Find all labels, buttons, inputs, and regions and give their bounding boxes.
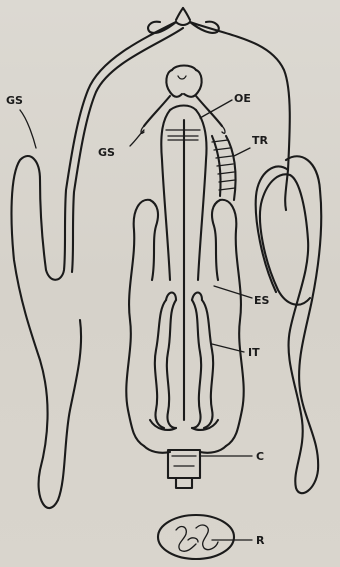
label-tr: TR bbox=[252, 134, 269, 147]
label-r: R bbox=[256, 534, 265, 547]
label-oe: OE bbox=[234, 92, 251, 105]
head bbox=[166, 66, 201, 97]
label-gs-inner: GS bbox=[98, 146, 115, 159]
label-it: IT bbox=[248, 346, 260, 359]
top-appendage bbox=[148, 8, 219, 33]
trachea bbox=[212, 136, 236, 200]
label-es: ES bbox=[254, 294, 270, 307]
cross-section bbox=[158, 515, 234, 559]
left-gland-strand bbox=[12, 22, 183, 508]
cloaca bbox=[168, 450, 200, 488]
right-gland-strand bbox=[190, 22, 321, 493]
label-c: C bbox=[256, 450, 264, 463]
label-gs-left: GS bbox=[6, 94, 23, 107]
